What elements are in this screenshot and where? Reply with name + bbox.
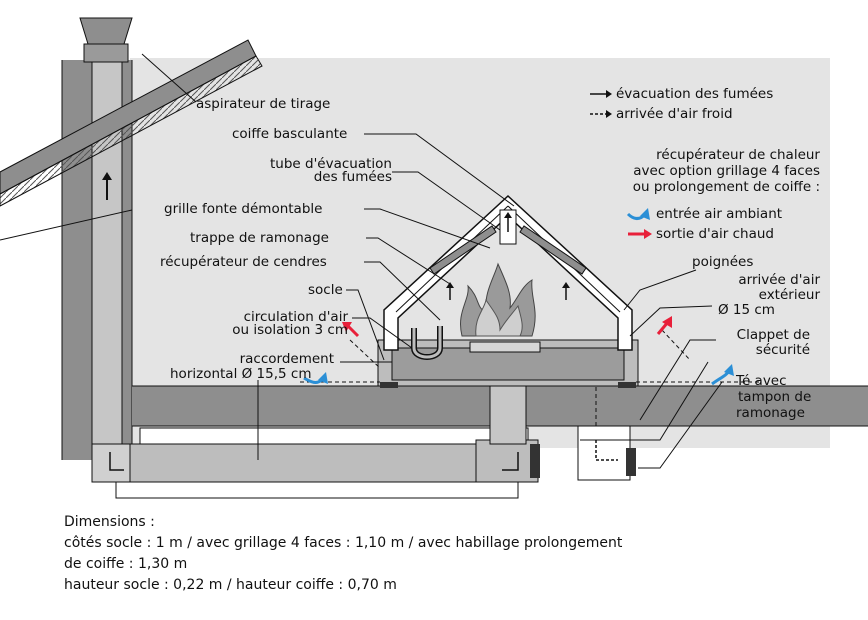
ambient-air-arrows (303, 364, 734, 386)
label-raccordement-2: horizontal Ø 15,5 cm (170, 366, 312, 382)
label-circulation-2: ou isolation 3 cm (232, 322, 348, 338)
label-te-3: ramonage (736, 405, 805, 421)
label-poignees: poignées (692, 254, 754, 270)
hearth-base (377, 339, 639, 388)
label-clappet-1: Clappet de (736, 327, 810, 343)
hot-air-arrows (342, 316, 672, 338)
roof (0, 39, 263, 241)
dimensions-block: Dimensions : côtés socle : 1 m / avec gr… (64, 512, 622, 596)
label-clappet-2: sécurité (755, 342, 810, 358)
dimensions-title: Dimensions : (64, 514, 155, 530)
label-cendres: récupérateur de cendres (160, 254, 327, 270)
label-arrivee-2: extérieur (758, 287, 820, 303)
dimensions-line-1: côtés socle : 1 m / avec grillage 4 face… (64, 535, 623, 551)
label-te-2: tampon de (738, 389, 812, 405)
dimensions-line-2: de coiffe : 1,30 m (64, 556, 188, 572)
label-aspirateur: aspirateur de tirage (196, 96, 331, 112)
label-trappe: trappe de ramonage (190, 230, 329, 246)
cold-air-path (300, 329, 760, 383)
label-tube-1: tube d'évacuation (270, 156, 392, 172)
air-inlet-duct (577, 360, 636, 481)
dimensions-line-3: hauteur socle : 0,22 m / hauteur coiffe … (64, 577, 397, 593)
legend-hot-air: sortie d'air chaud (656, 226, 775, 242)
label-circulation-1: circulation d'air (243, 309, 348, 325)
legend-cold-air: arrivée d'air froid (616, 106, 733, 122)
label-tube-2: des fumées (313, 169, 392, 185)
label-grille: grille fonte démontable (164, 201, 323, 217)
legend-fumes: évacuation des fumées (616, 86, 774, 102)
chimney-flue (61, 17, 133, 460)
label-socle: socle (308, 282, 343, 298)
legend-recuperator-2: avec option grillage 4 faces (633, 163, 820, 179)
label-te-1: Té avec (736, 373, 787, 389)
legend-recuperator-3: ou prolongement de coiffe : (632, 179, 820, 195)
legend-ambient-air: entrée air ambiant (656, 206, 783, 222)
base-duct (91, 439, 540, 499)
label-raccordement-1: raccordement (239, 351, 334, 367)
flames (460, 262, 536, 337)
label-arrivee-1: arrivée d'air (738, 272, 820, 288)
label-coiffe: coiffe basculante (232, 126, 348, 142)
leader-lines (141, 53, 723, 469)
legend-arrows (590, 90, 652, 239)
legend-recuperator-1: récupérateur de chaleur (656, 147, 820, 163)
label-arrivee-3: Ø 15 cm (718, 302, 775, 318)
